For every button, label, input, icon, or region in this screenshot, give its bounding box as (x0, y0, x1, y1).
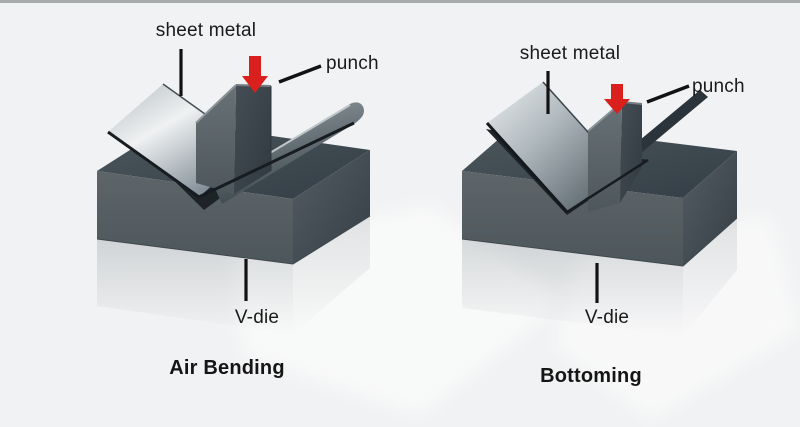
leader-lines (179, 49, 322, 301)
punch-left-face (588, 102, 622, 212)
panel-title-air-bending: Air Bending (169, 357, 285, 379)
die-front-face (97, 171, 293, 264)
top-border-strip (0, 0, 800, 3)
punch (587, 101, 643, 212)
label-v-die-right: V-die (584, 307, 630, 328)
die-reflection (462, 218, 737, 336)
label-sheet-metal-right: sheet metal (519, 43, 621, 64)
leader-line-punch (646, 84, 690, 104)
punch (195, 84, 272, 194)
label-punch-right: punch (692, 76, 745, 97)
panel-bottoming (461, 71, 738, 336)
punch-left-face (196, 85, 236, 194)
leader-lines (546, 71, 690, 303)
sheet-left-edge (485, 121, 569, 214)
panel-air-bending (96, 49, 371, 334)
die-reflection (97, 216, 370, 334)
sheet-front-edges (107, 121, 355, 199)
punch-right-face (620, 102, 642, 203)
panel-title-bottoming: Bottoming (540, 365, 642, 387)
die-right-face (293, 150, 370, 264)
leader-line-punch (278, 64, 322, 84)
groove-front-edge (566, 158, 649, 214)
die-front-face (462, 171, 683, 266)
label-sheet-metal-left: sheet metal (155, 20, 257, 41)
label-punch-left: punch (326, 53, 379, 74)
force-arrow-down-icon (604, 84, 630, 114)
force-arrow-down-icon (242, 56, 268, 93)
die-right-face (683, 151, 737, 266)
label-v-die-left: V-die (234, 307, 280, 328)
